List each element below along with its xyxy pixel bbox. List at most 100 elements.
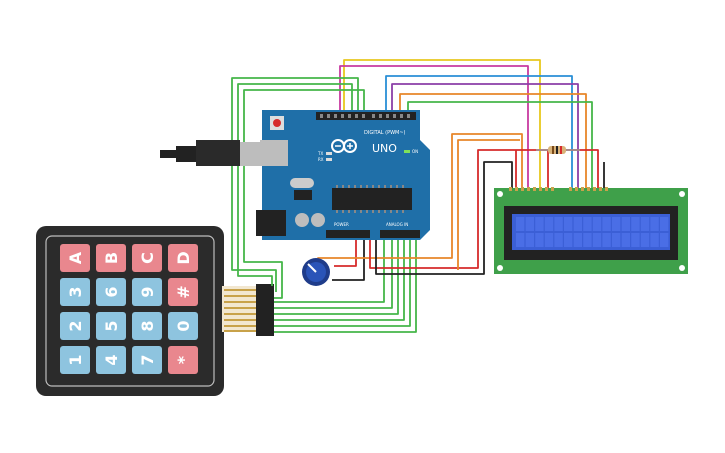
- keypad-key-label: 2: [66, 320, 85, 331]
- keypad-key-label: C: [138, 252, 157, 264]
- keypad-key[interactable]: 6: [96, 278, 126, 306]
- keypad-key-label: A: [66, 251, 85, 264]
- lcd-cell: [573, 217, 582, 231]
- tx-label: TX: [317, 151, 323, 156]
- wire-black-main: [375, 161, 513, 275]
- keypad-key[interactable]: 5: [96, 312, 126, 340]
- lcd-cells: [516, 217, 669, 247]
- digital-label: DIGITAL (PWM~): [364, 130, 406, 136]
- usb-cable: [160, 140, 266, 166]
- keypad-key[interactable]: *: [168, 346, 198, 374]
- lcd-cell: [564, 217, 573, 231]
- wire-green-a3: [274, 236, 399, 315]
- power-label: POWER: [334, 222, 349, 227]
- keypad-key-label: 7: [138, 354, 157, 365]
- lcd-cell: [612, 233, 621, 247]
- keypad-key[interactable]: 1: [60, 346, 90, 374]
- lcd-cell: [602, 233, 611, 247]
- lcd-cell: [583, 217, 592, 231]
- lcd-cell: [660, 233, 669, 247]
- keypad-key[interactable]: 7: [132, 346, 162, 374]
- lcd-cell: [602, 217, 611, 231]
- lcd-cell: [544, 233, 554, 247]
- keypad-key[interactable]: B: [96, 244, 126, 272]
- wire-orange-lcd: [457, 139, 520, 270]
- keypad-key-label: B: [102, 252, 121, 264]
- lcd-cell: [592, 233, 602, 247]
- lcd-cell: [640, 217, 650, 231]
- keypad-key-label: 8: [138, 320, 157, 331]
- keypad-key-label: 9: [138, 286, 157, 297]
- wire-green-top: [407, 101, 593, 188]
- lcd-cell: [544, 217, 554, 231]
- keypad-key-label: *: [174, 355, 193, 364]
- lcd-cell: [535, 217, 544, 231]
- analog-label: ANALOG IN: [386, 222, 408, 227]
- arduino-logo-icon: [331, 139, 357, 153]
- lcd-cell: [631, 233, 640, 247]
- keypad-key-label: 6: [102, 286, 121, 297]
- keypad-key[interactable]: A: [60, 244, 90, 272]
- wire-red-main: [369, 149, 599, 269]
- lcd-cell: [554, 233, 563, 247]
- lcd-cell: [583, 233, 592, 247]
- keypad-key-label: 1: [66, 354, 85, 365]
- wire-green-a6: [274, 236, 417, 333]
- keypad-key-label: #: [174, 285, 193, 298]
- lcd-cell: [554, 217, 563, 231]
- wire-purple: [391, 83, 579, 188]
- wire-orange-top: [399, 93, 587, 188]
- lcd-16x2[interactable]: [494, 187, 688, 274]
- keypad-key-label: 3: [66, 286, 85, 297]
- keypad-key[interactable]: 8: [132, 312, 162, 340]
- lcd-cell: [592, 217, 602, 231]
- uno-logo-text: UNO: [372, 142, 397, 155]
- lcd-cell: [660, 217, 669, 231]
- wire-black-pot: [332, 236, 365, 281]
- lcd-cell: [535, 233, 544, 247]
- potentiometer[interactable]: [302, 258, 330, 286]
- lcd-cell: [525, 233, 534, 247]
- keypad-key[interactable]: 2: [60, 312, 90, 340]
- wire-green-a5: [274, 236, 411, 327]
- wires: [231, 59, 605, 333]
- lcd-cell: [650, 217, 659, 231]
- wire-magenta: [339, 65, 529, 188]
- wire-green-kp3: [243, 89, 365, 299]
- lcd-cell: [564, 233, 573, 247]
- wire-red-pot: [334, 236, 357, 267]
- keypad-key[interactable]: 0: [168, 312, 198, 340]
- keypad-key[interactable]: D: [168, 244, 198, 272]
- keypad-key-label: 0: [174, 320, 193, 331]
- arduino-uno[interactable]: DIGITAL (PWM~) UNO TX RX ON: [160, 110, 430, 240]
- keypad[interactable]: A B C D 3 6 9 #2 5 8 0 1 4 7 *: [36, 226, 224, 396]
- lcd-cell: [612, 217, 621, 231]
- keypad-key[interactable]: 3: [60, 278, 90, 306]
- lcd-cell: [516, 217, 525, 231]
- wire-green-a2: [274, 236, 393, 309]
- lcd-cell: [573, 233, 582, 247]
- keypad-key-label: D: [174, 251, 193, 264]
- keypad-key[interactable]: #: [168, 278, 198, 306]
- on-label: ON: [412, 149, 418, 154]
- keypad-key[interactable]: 9: [132, 278, 162, 306]
- lcd-cell: [631, 217, 640, 231]
- lcd-cell: [525, 217, 534, 231]
- wire-green-a4: [274, 236, 405, 321]
- lcd-cell: [640, 233, 650, 247]
- wire-yellow: [343, 59, 541, 188]
- wire-green-kp1: [231, 77, 359, 292]
- keypad-keys: A B C D 3 6 9 #2 5 8 0 1 4 7 *: [60, 244, 198, 374]
- lcd-cell: [621, 217, 630, 231]
- wire-blue: [385, 75, 573, 188]
- lcd-cell: [650, 233, 659, 247]
- keypad-key[interactable]: C: [132, 244, 162, 272]
- keypad-key[interactable]: 4: [96, 346, 126, 374]
- keypad-ribbon: [222, 284, 274, 336]
- rx-label: RX: [318, 157, 324, 162]
- lcd-cell: [516, 233, 525, 247]
- keypad-key-label: 4: [102, 354, 121, 365]
- resistor[interactable]: [536, 146, 580, 154]
- lcd-cell: [621, 233, 630, 247]
- keypad-key-label: 5: [102, 320, 121, 331]
